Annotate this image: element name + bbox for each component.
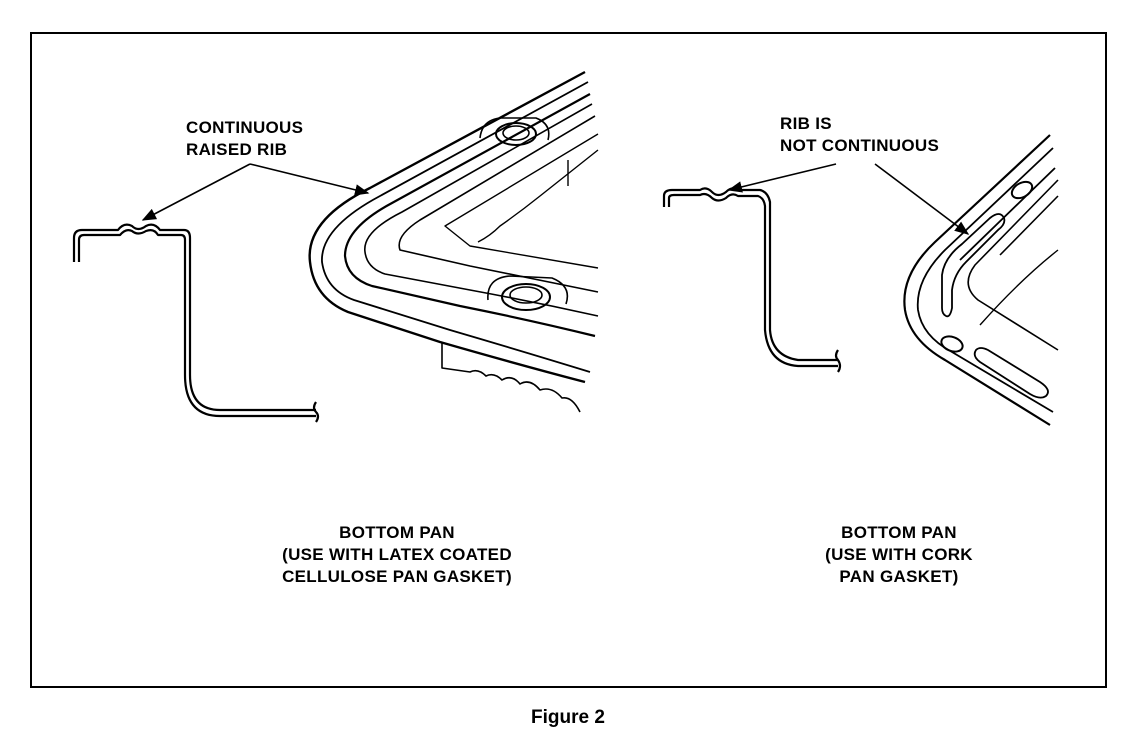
callout-line: CONTINUOUS — [186, 118, 304, 137]
figure-frame — [30, 32, 1107, 688]
non-continuous-rib-callout: RIB IS NOT CONTINUOUS — [780, 113, 939, 157]
continuous-rib-pan-illustration — [308, 70, 599, 413]
continuous-rib-callout: CONTINUOUS RAISED RIB — [186, 117, 303, 161]
non-continuous-rib-leader-lines — [727, 163, 970, 235]
caption-line: (USE WITH LATEX COATED — [282, 545, 512, 564]
caption-line: PAN GASKET) — [839, 567, 959, 586]
caption-line: CELLULOSE PAN GASKET) — [282, 567, 512, 586]
callout-line: RAISED RIB — [186, 140, 288, 159]
figure-caption: Figure 2 — [531, 707, 605, 728]
non-continuous-rib-pan-illustration — [903, 134, 1059, 426]
continuous-rib-leader-lines — [141, 163, 370, 221]
left-panel-caption: BOTTOM PAN (USE WITH LATEX COATED CELLUL… — [282, 522, 512, 588]
non-continuous-rib-profile — [662, 187, 842, 373]
callout-line: NOT CONTINUOUS — [780, 136, 940, 155]
continuous-rib-profile — [72, 223, 320, 423]
callout-line: RIB IS — [780, 114, 832, 133]
right-panel-caption: BOTTOM PAN (USE WITH CORK PAN GASKET) — [825, 522, 973, 588]
caption-line: BOTTOM PAN — [339, 523, 455, 542]
caption-line: BOTTOM PAN — [841, 523, 957, 542]
caption-line: (USE WITH CORK — [825, 545, 973, 564]
